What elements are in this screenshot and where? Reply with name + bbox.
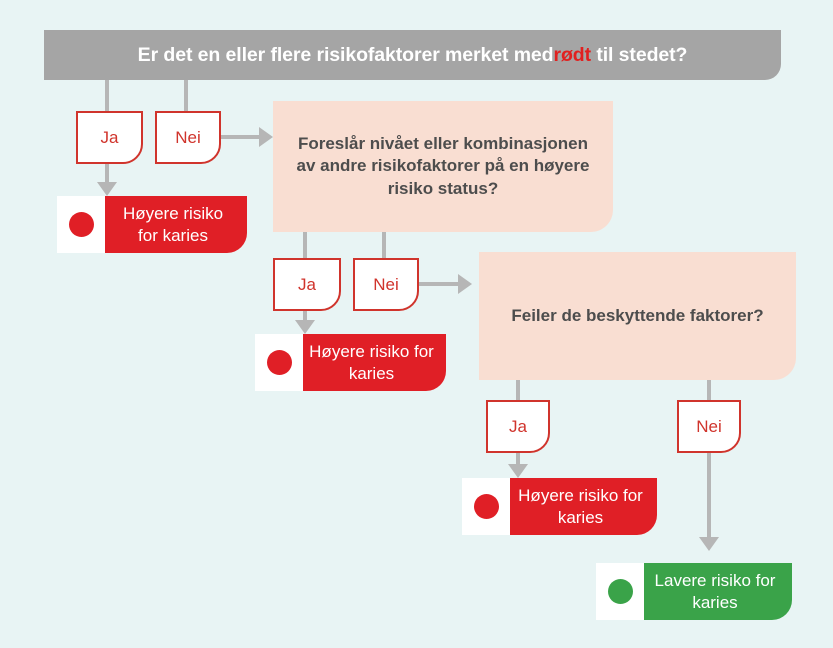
choice-nei-level2[interactable]: Nei <box>353 258 419 311</box>
header-text-before: Er det en eller flere risikofaktorer mer… <box>137 43 554 66</box>
outcome-label: Lavere risiko for karies <box>654 571 776 612</box>
connector-q1-to-ja2 <box>303 232 307 260</box>
connector-nei1-to-q1-line <box>221 135 261 139</box>
choice-label: Ja <box>509 417 527 436</box>
choice-ja-level3[interactable]: Ja <box>486 400 550 453</box>
choice-label: Nei <box>696 417 722 436</box>
outcome-lower-risk: Lavere risiko for karies <box>596 563 792 620</box>
green-circle-icon <box>607 579 633 604</box>
connector-header-to-nei1 <box>184 80 188 113</box>
choice-label: Nei <box>175 128 201 147</box>
outcome-higher-risk-3: Høyere risiko for karies <box>462 478 657 535</box>
question-box-1: Foreslår nivået eller kombinasjonen av a… <box>273 101 613 232</box>
connector-nei3-to-outcome4-arrow <box>699 537 719 551</box>
connector-ja1-to-outcome1-arrow <box>97 182 117 196</box>
choice-ja-level1[interactable]: Ja <box>76 111 143 164</box>
red-circle-icon <box>266 350 292 375</box>
red-circle-icon <box>68 212 94 237</box>
question-text: Feiler de beskyttende faktorer? <box>511 305 764 325</box>
risk-indicator-swatch <box>462 478 510 535</box>
choice-nei-level3[interactable]: Nei <box>677 400 741 453</box>
outcome-label: Høyere risiko for karies <box>309 342 434 383</box>
question-box-2: Feiler de beskyttende faktorer? <box>479 252 796 380</box>
outcome-higher-risk-1: Høyere risiko for karies <box>57 196 247 253</box>
choice-nei-level1[interactable]: Nei <box>155 111 221 164</box>
connector-nei1-to-q1-arrow <box>259 127 273 147</box>
red-circle-icon <box>473 494 499 519</box>
risk-indicator-swatch <box>596 563 644 620</box>
connector-q2-to-ja3 <box>516 380 520 402</box>
question-text: Foreslår nivået eller kombinasjonen av a… <box>296 133 590 198</box>
risk-indicator-swatch <box>57 196 105 253</box>
connector-q2-to-nei3 <box>707 380 711 402</box>
risk-indicator-swatch <box>255 334 303 391</box>
header-highlight-word: rødt <box>553 43 592 66</box>
choice-ja-level2[interactable]: Ja <box>273 258 341 311</box>
choice-label: Nei <box>373 275 399 294</box>
connector-ja3-to-outcome3-line <box>516 453 520 469</box>
header-question-banner: Er det en eller flere risikofaktorer mer… <box>44 30 781 80</box>
connector-ja2-to-outcome2-arrow <box>295 320 315 334</box>
choice-label: Ja <box>298 275 316 294</box>
choice-label: Ja <box>100 128 119 147</box>
connector-nei2-to-q2-arrow <box>458 274 472 294</box>
outcome-label: Høyere risiko for karies <box>122 204 224 245</box>
connector-q1-to-nei2 <box>382 232 386 260</box>
connector-nei3-to-outcome4-line <box>707 453 711 539</box>
outcome-label: Høyere risiko for karies <box>518 486 643 527</box>
outcome-higher-risk-2: Høyere risiko for karies <box>255 334 446 391</box>
connector-header-to-ja1 <box>105 80 109 113</box>
connector-ja3-to-outcome3-arrow <box>508 464 528 478</box>
connector-nei2-to-q2-line <box>419 282 460 286</box>
connector-ja1-to-outcome1-line <box>105 164 109 184</box>
header-text-after: til stedet? <box>591 43 688 66</box>
header-question-text: Er det en eller flere risikofaktorer mer… <box>138 44 688 67</box>
